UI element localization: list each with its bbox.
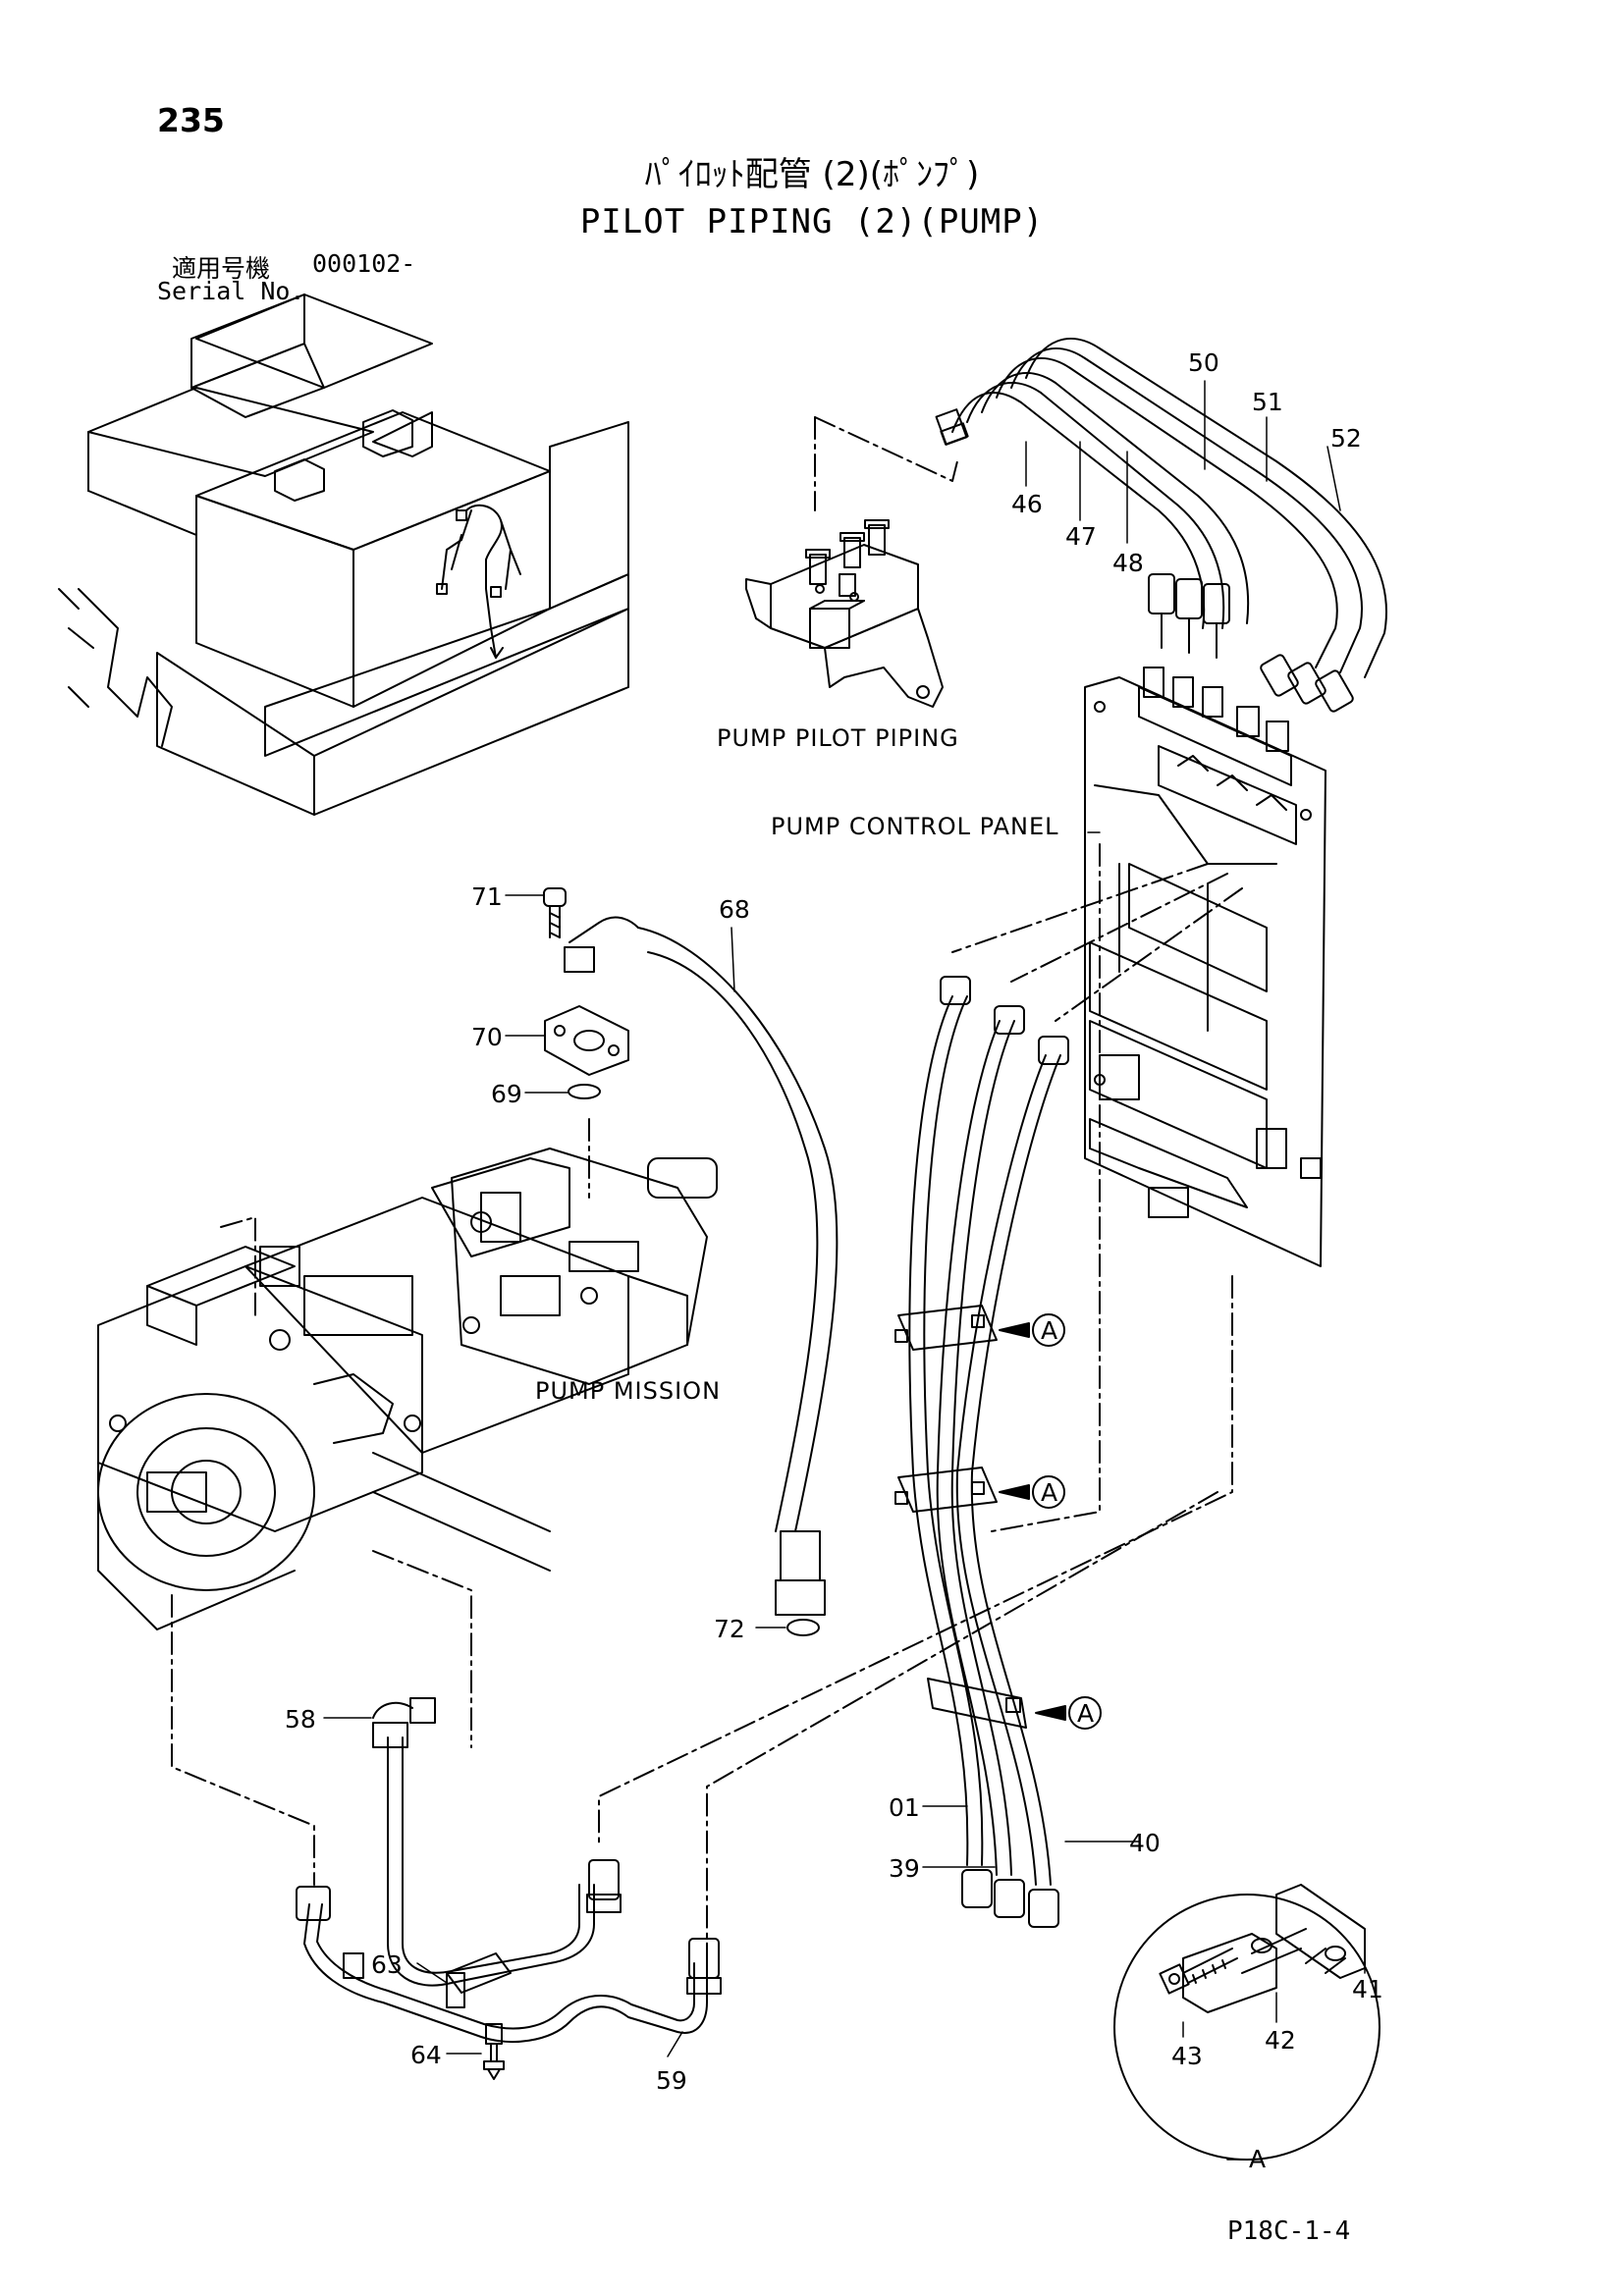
serial-value: 000102- — [312, 249, 416, 278]
callout-59: 59 — [656, 2066, 687, 2095]
pump-mission — [97, 1148, 718, 1630]
callout-58: 58 — [285, 1705, 316, 1734]
serial-label-en: Serial No. — [157, 277, 305, 305]
pump-control-panel — [1084, 667, 1326, 1267]
callout-48: 48 — [1112, 549, 1144, 577]
hose-bundle-46-52 — [935, 338, 1388, 713]
detail-a-label: A — [1249, 2145, 1266, 2173]
callout-51: 51 — [1252, 388, 1283, 416]
ref-a-1: A — [1041, 1316, 1057, 1345]
callout-68: 68 — [719, 895, 750, 924]
page-title-en: PILOT PIPING (2)(PUMP) — [579, 202, 1045, 241]
callout-43: 43 — [1171, 2042, 1203, 2070]
ref-a-3: A — [1077, 1699, 1094, 1728]
page-number: 235 — [157, 101, 225, 139]
ref-a-2: A — [1041, 1478, 1057, 1507]
callout-leaders — [323, 380, 1366, 2161]
hose-bundle-01-39-40 — [894, 976, 1069, 1928]
callout-69: 69 — [491, 1080, 522, 1108]
callout-52: 52 — [1330, 424, 1362, 453]
document-code: P18C-1-4 — [1227, 2216, 1351, 2246]
callout-39: 39 — [889, 1854, 920, 1883]
diagram-labels: PUMP PILOT PIPING PUMP CONTROL PANEL PUM… — [285, 348, 1383, 2173]
callout-01: 01 — [889, 1793, 920, 1822]
pump-pilot-piping-block — [745, 519, 944, 708]
callout-46: 46 — [1011, 490, 1043, 518]
callout-64: 64 — [410, 2041, 442, 2069]
parts-68-72 — [543, 887, 839, 1636]
machine-housing — [58, 294, 629, 816]
serial-label-jp: 適用号機 — [172, 254, 271, 283]
callout-63: 63 — [371, 1950, 403, 1979]
ref-a-markers — [999, 1313, 1102, 1730]
callout-41: 41 — [1352, 1975, 1383, 2003]
detail-a — [1113, 1884, 1380, 2161]
label-pump-pilot-piping: PUMP PILOT PIPING — [717, 724, 959, 752]
callout-72: 72 — [714, 1615, 745, 1643]
label-pump-mission: PUMP MISSION — [535, 1377, 721, 1405]
label-pump-control-panel: PUMP CONTROL PANEL — [771, 813, 1059, 840]
callout-70: 70 — [471, 1023, 503, 1051]
page-title-jp: ﾊﾟｲﾛｯﾄ配管 (2)(ﾎﾟﾝﾌﾟ) — [644, 155, 980, 194]
callout-40: 40 — [1129, 1829, 1161, 1857]
callout-47: 47 — [1065, 522, 1097, 551]
callout-71: 71 — [471, 882, 503, 911]
callout-42: 42 — [1265, 2026, 1296, 2055]
lower-piping-58-59-63 — [296, 1697, 722, 2080]
callout-50: 50 — [1188, 348, 1219, 377]
